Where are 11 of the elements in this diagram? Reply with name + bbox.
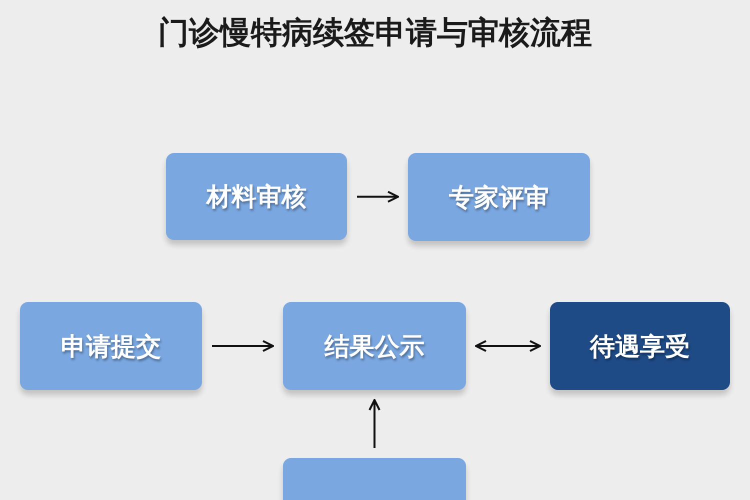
- process-box: 结果公示: [283, 302, 466, 390]
- arrow: [368, 399, 380, 448]
- process-box: 申请提交: [20, 302, 202, 390]
- title: 门诊慢特病续签申请与审核流程: [157, 14, 593, 53]
- process-box: 专家评审: [408, 153, 590, 241]
- process-box: 材料审核: [166, 153, 347, 240]
- arrow: [212, 340, 274, 352]
- arrow: [357, 190, 399, 203]
- process-box: 待遇享受: [550, 302, 730, 390]
- process-box: [283, 458, 466, 500]
- arrow: [475, 340, 541, 352]
